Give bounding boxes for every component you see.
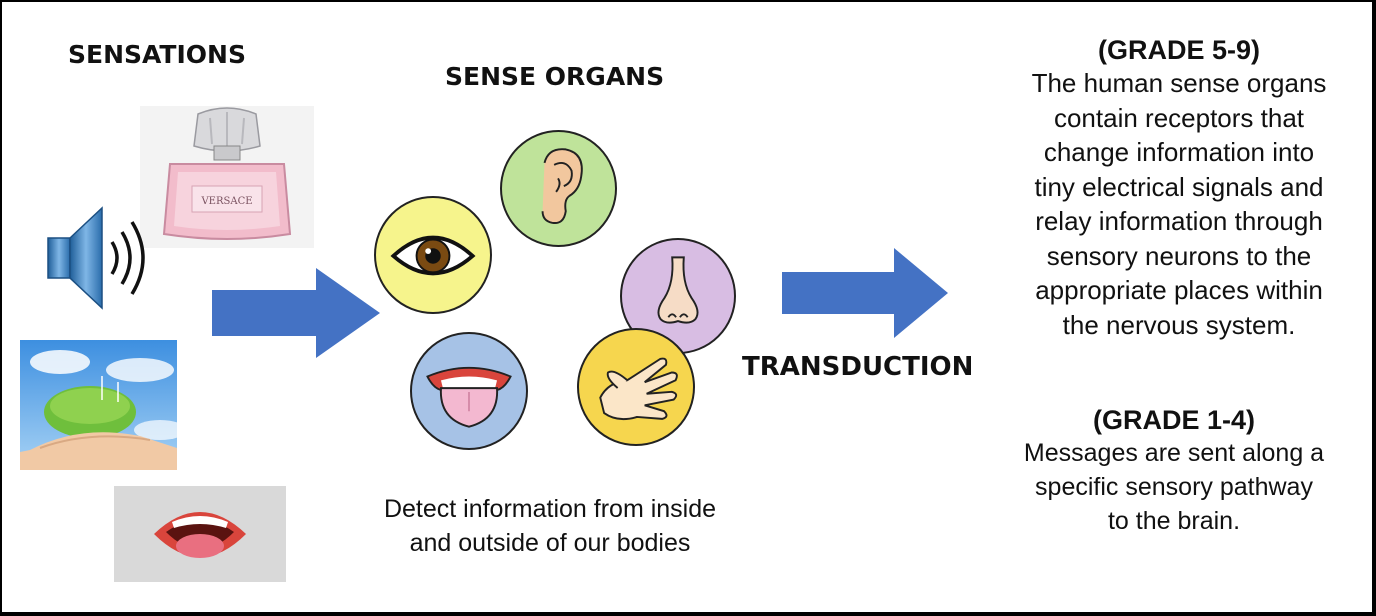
perfume-bottle-image: VERSACE	[140, 106, 314, 248]
text-line: specific sensory pathway	[980, 470, 1368, 504]
detect-caption: Detect information from inside and outsi…	[330, 492, 770, 560]
transduction-label: TRANSDUCTION	[742, 352, 973, 382]
text-line: tiny electrical signals and	[985, 170, 1373, 205]
speaker-sound-icon	[42, 200, 157, 316]
perfume-brand-label: VERSACE	[200, 196, 252, 207]
eye-icon	[374, 196, 492, 314]
text-line: contain receptors that	[985, 101, 1373, 136]
sense-organs-heading: SENSE ORGANS	[445, 62, 664, 91]
open-mouth-image	[114, 486, 286, 582]
detect-caption-line: and outside of our bodies	[330, 526, 770, 560]
arrow-to-sense-organs	[212, 268, 380, 358]
grade-1-4-title: (GRADE 1-4)	[980, 404, 1368, 436]
detect-caption-line: Detect information from inside	[330, 492, 770, 526]
text-line: Messages are sent along a	[980, 436, 1368, 470]
text-line: to the brain.	[980, 504, 1368, 538]
grade-1-4-explanation: (GRADE 1-4) Messages are sent along a sp…	[980, 404, 1368, 538]
text-line: the nervous system.	[985, 308, 1373, 343]
arrow-to-explanation	[782, 248, 948, 338]
text-line: change information into	[985, 135, 1373, 170]
grade-1-4-text: Messages are sent along a specific senso…	[980, 436, 1368, 538]
sensations-heading: SENSATIONS	[68, 40, 246, 69]
text-line: relay information through	[985, 204, 1373, 239]
tongue-icon	[410, 332, 528, 450]
text-line: appropriate places within	[985, 273, 1373, 308]
grade-5-9-title: (GRADE 5-9)	[985, 34, 1373, 66]
text-line: The human sense organs	[985, 66, 1373, 101]
text-line: sensory neurons to the	[985, 239, 1373, 274]
hand-holding-earth-image	[20, 340, 177, 470]
grade-5-9-explanation: (GRADE 5-9) The human sense organs conta…	[985, 34, 1373, 342]
grade-5-9-text: The human sense organs contain receptors…	[985, 66, 1373, 342]
hand-icon	[577, 328, 695, 446]
ear-icon	[500, 130, 617, 247]
